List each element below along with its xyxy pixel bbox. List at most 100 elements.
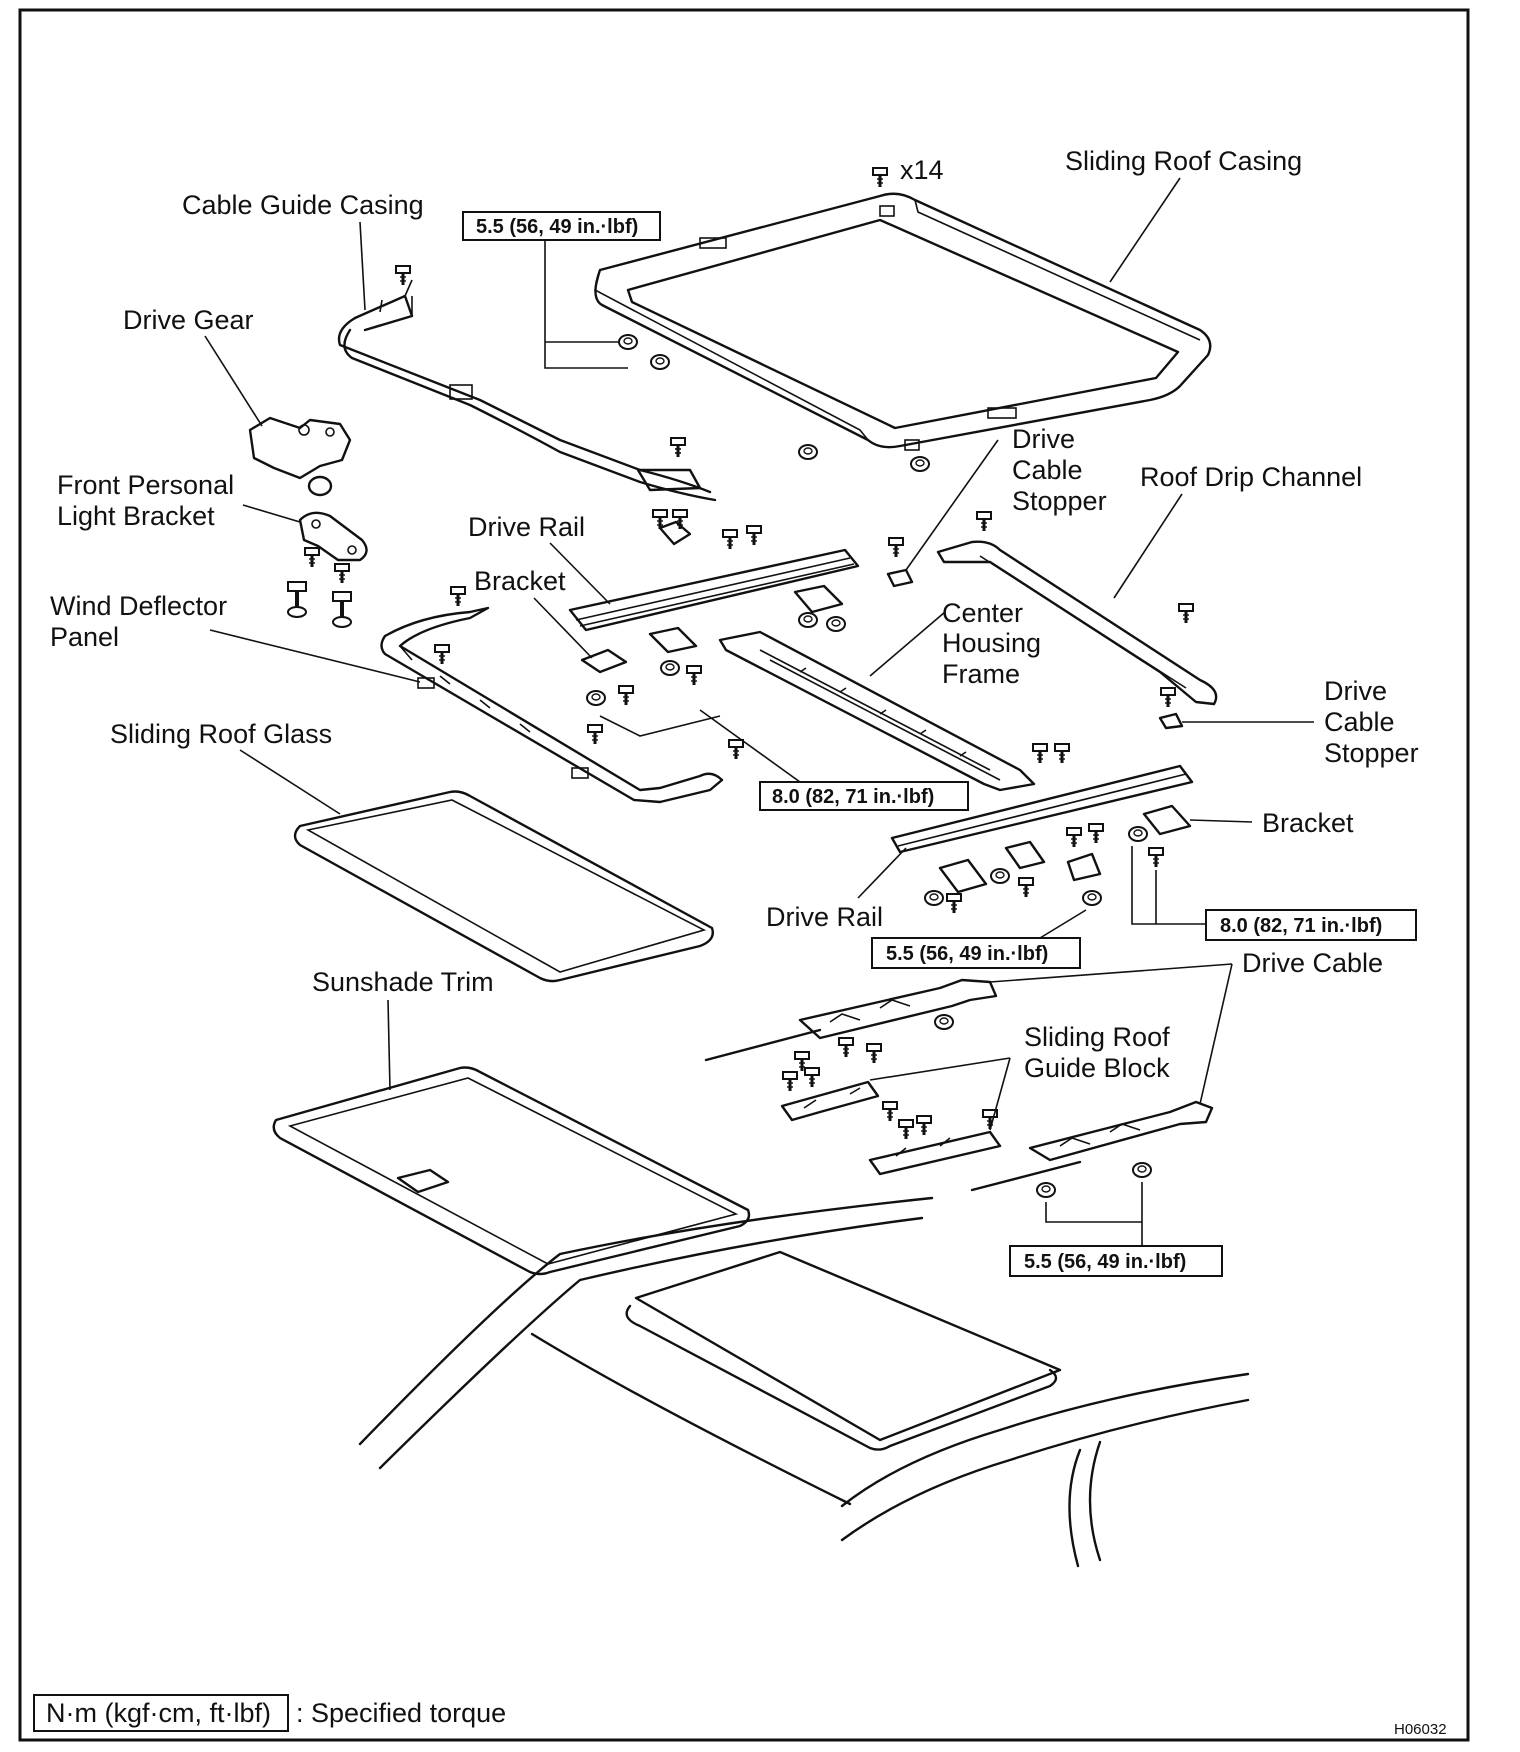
leader-line xyxy=(1039,909,1087,939)
bracket-upper-label: Bracket xyxy=(474,566,566,596)
bolt-icon xyxy=(915,1114,933,1137)
nut-icon xyxy=(990,868,1010,884)
drive-gear xyxy=(248,416,352,497)
sliding-roof-glass-label: Sliding Roof Glass xyxy=(110,719,332,749)
bolt-icon xyxy=(1053,742,1071,765)
leader-line xyxy=(869,1057,1011,1081)
leader-line xyxy=(359,221,366,311)
drive-cable-stopper-right xyxy=(1158,712,1184,730)
torque-spec-lower-rail: 5.5 (56, 49 in.·lbf) xyxy=(886,943,1048,965)
leader-line xyxy=(989,963,1233,983)
leader-line xyxy=(1045,1202,1142,1223)
roof-drip-channel-label: Roof Drip Channel xyxy=(1140,462,1362,492)
bolt-icon xyxy=(1065,826,1083,849)
bolt-icon xyxy=(1177,602,1195,625)
sliding-roof-casing-label: Sliding Roof Casing xyxy=(1065,146,1302,176)
torque-spec-center-bracket: 8.0 (82, 71 in.·lbf) xyxy=(772,786,934,808)
legend-unit-box xyxy=(33,1694,289,1732)
bolt-count-label: x14 xyxy=(900,155,944,185)
bolt-icon xyxy=(881,1100,899,1123)
leader-line xyxy=(1113,493,1183,599)
leader-line xyxy=(242,504,301,523)
center-housing-frame-label-3: Frame xyxy=(942,659,1020,689)
torque-box xyxy=(462,211,661,241)
leader-line xyxy=(1131,846,1206,925)
nut-icon xyxy=(650,354,670,370)
bolt-icon xyxy=(449,585,467,608)
nut-icon xyxy=(1036,1182,1056,1198)
bolt-icon xyxy=(871,166,889,189)
bolt-icon xyxy=(303,546,321,569)
wind-deflector-panel-label-2: Panel xyxy=(50,622,119,652)
bracket-upper xyxy=(580,626,698,674)
bolt-icon xyxy=(945,892,963,915)
bracket-part xyxy=(1066,852,1102,882)
bolt-icon xyxy=(1017,876,1035,899)
bolt-icon xyxy=(617,684,635,707)
leader-line xyxy=(699,709,801,783)
drive-rail-upper-label: Drive Rail xyxy=(468,512,585,542)
bolt-icon xyxy=(975,510,993,533)
leader-line xyxy=(387,999,391,1091)
bolt-icon xyxy=(865,1042,883,1065)
drive-gear-label: Drive Gear xyxy=(123,305,254,335)
center-housing-frame-label-1: Center xyxy=(942,598,1023,628)
torque-spec-right-bracket: 8.0 (82, 71 in.·lbf) xyxy=(1220,915,1382,937)
bolt-icon xyxy=(433,643,451,666)
sliding-roof-guide-block-label-1: Sliding Roof xyxy=(1024,1022,1170,1052)
leader-line xyxy=(869,611,946,677)
wind-deflector-panel xyxy=(380,606,724,804)
bolt-icon xyxy=(1031,742,1049,765)
drive-rail-lower xyxy=(890,764,1194,854)
nut-icon xyxy=(1132,1162,1152,1178)
nut-icon xyxy=(924,890,944,906)
torque-spec-cable: 5.5 (56, 49 in.·lbf) xyxy=(1024,1251,1186,1273)
torque-box xyxy=(759,781,969,811)
torque-spec-casing: 5.5 (56, 49 in.·lbf) xyxy=(476,216,638,238)
leader-line xyxy=(905,439,999,571)
nut-icon xyxy=(1082,890,1102,906)
bolt-icon xyxy=(586,723,604,746)
bolt-icon xyxy=(721,528,739,551)
leader-line xyxy=(549,542,611,605)
nut-icon xyxy=(618,334,638,350)
front-personal-light-bracket-label-1: Front Personal xyxy=(57,470,234,500)
drive-cable-stopper-upper-label-1: Drive xyxy=(1012,424,1075,454)
nut-icon xyxy=(934,1014,954,1030)
drive-cable-stopper-right-label-1: Drive xyxy=(1324,676,1387,706)
nut-icon xyxy=(826,616,846,632)
bracket-right-part xyxy=(1142,804,1192,836)
bolt-icon xyxy=(685,664,703,687)
bolt-icon xyxy=(394,264,412,287)
nut-icon xyxy=(660,660,680,676)
torque-box xyxy=(1205,909,1417,941)
nut-icon xyxy=(798,444,818,460)
drive-cable-stopper-upper xyxy=(886,568,914,588)
leader-line xyxy=(1189,819,1253,823)
drive-cable-stopper-right-label-3: Stopper xyxy=(1324,738,1419,768)
sunshade-trim-label: Sunshade Trim xyxy=(312,967,494,997)
bolt-icon xyxy=(803,1066,821,1089)
bracket-part xyxy=(938,858,988,894)
bolt-icon xyxy=(286,580,308,619)
vehicle-roof-outline xyxy=(358,1196,1250,1568)
bolt-icon xyxy=(887,536,905,559)
leader-line xyxy=(533,597,593,659)
drive-rail-upper xyxy=(568,520,860,632)
bracket-part xyxy=(1004,840,1046,870)
bolt-icon xyxy=(745,524,763,547)
legend-description: : Specified torque xyxy=(296,1698,506,1728)
sliding-roof-casing xyxy=(594,192,1212,451)
sunshade-trim xyxy=(272,1066,751,1276)
bolt-icon xyxy=(671,508,689,531)
nut-icon xyxy=(1128,826,1148,842)
drive-cable-stopper-upper-label-3: Stopper xyxy=(1012,486,1107,516)
front-personal-light-bracket-label-2: Light Bracket xyxy=(57,501,215,531)
roof-drip-channel xyxy=(936,540,1218,706)
leader-line xyxy=(1109,177,1181,283)
bolt-icon xyxy=(1147,846,1165,869)
center-housing-frame-label-2: Housing xyxy=(942,628,1041,658)
drive-cable-label: Drive Cable xyxy=(1242,948,1383,978)
bolt-icon xyxy=(781,1070,799,1093)
